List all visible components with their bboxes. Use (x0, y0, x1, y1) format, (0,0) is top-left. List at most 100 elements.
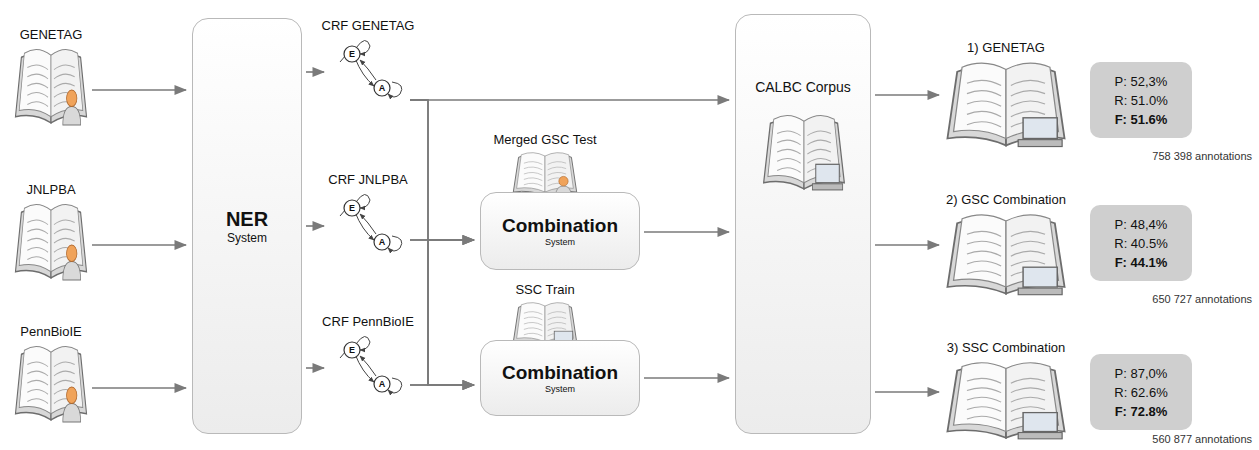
node-label: PennBioIE (20, 324, 81, 339)
page-line (548, 322, 566, 325)
book-icon: 3) SSC Combination (945, 358, 1067, 442)
score-value: P: 48,4% (1115, 215, 1168, 234)
book-icon: GENETAG (14, 45, 88, 127)
page-line (524, 333, 542, 336)
crf-state (344, 200, 360, 216)
page-line (27, 238, 48, 243)
node-label: CRF GENETAG (322, 18, 415, 33)
page-line (27, 380, 48, 385)
page-line (777, 140, 801, 145)
book-page (517, 153, 545, 192)
page-line (967, 251, 1001, 256)
keyboard (1018, 288, 1062, 295)
book-icon: PennBioIE (14, 342, 88, 424)
person-head (559, 176, 568, 186)
book-page (19, 347, 51, 414)
book-page (1006, 363, 1058, 432)
person-head (67, 90, 77, 106)
book-page (768, 116, 804, 183)
book-drawing (945, 58, 1067, 150)
page-line (27, 83, 48, 88)
process-box: CombinationSystem (480, 340, 640, 416)
page-line (967, 91, 1001, 96)
page-line (1011, 378, 1045, 383)
page-line (54, 371, 75, 376)
page-line (967, 388, 1001, 393)
person-body (63, 404, 81, 422)
page-line (967, 271, 1001, 276)
page-line (967, 101, 1001, 106)
process-box: CombinationSystem (480, 192, 640, 270)
person-body (63, 107, 81, 125)
score-box: P: 52,3%R: 51.0%F: 51.6% (1090, 62, 1192, 138)
page-line (524, 172, 542, 175)
page-line (54, 380, 75, 385)
page-line (548, 312, 566, 315)
connector-arrow (92, 387, 186, 389)
page-line (548, 167, 566, 170)
page-line (27, 65, 48, 70)
page-line (967, 122, 1001, 127)
node-label: CRF JNLPBA (328, 172, 407, 187)
node-label: 2) GSC Combination (946, 192, 1066, 207)
page-line (807, 159, 831, 164)
node-label: GENETAG (20, 27, 83, 42)
crf-state (374, 376, 390, 392)
connector-arrow (644, 231, 729, 233)
page-line (27, 257, 48, 262)
page-line (524, 328, 542, 331)
page-line (967, 397, 1001, 402)
crf-state (374, 80, 390, 96)
page-line (27, 102, 48, 107)
node-label: JNLPBA (26, 182, 75, 197)
book-drawing (945, 358, 1067, 442)
box-title: CALBC Corpus (755, 79, 851, 95)
connector-arrow (410, 240, 474, 385)
crf-state (344, 46, 360, 62)
page-line (548, 162, 566, 165)
crf-state (374, 234, 390, 250)
book-page (517, 303, 545, 342)
page-line (54, 83, 75, 88)
box-title: Combination (502, 215, 618, 237)
book-page (51, 205, 83, 272)
connector-arrow (92, 244, 186, 246)
node-label: 3) SSC Combination (947, 340, 1066, 355)
page-line (54, 362, 75, 367)
node-label: 1) GENETAG (967, 40, 1045, 55)
book-page (51, 50, 83, 117)
page-line (27, 220, 48, 225)
page-line (27, 74, 48, 79)
box-subtitle: System (545, 384, 575, 394)
page-line (54, 229, 75, 234)
crf-state (344, 342, 360, 358)
annotation-count: 758 398 annotations (1152, 150, 1252, 162)
connector-arrow (875, 391, 939, 393)
book-page (1006, 63, 1058, 138)
page-line (524, 183, 542, 186)
connector-arrow (410, 240, 474, 385)
keyboard (1018, 433, 1062, 439)
score-value: F: 72.8% (1115, 402, 1168, 421)
page-line (27, 362, 48, 367)
connector-arrow (875, 94, 939, 96)
page-line (1011, 101, 1045, 106)
book-drawing (14, 200, 88, 282)
book-page (545, 153, 573, 192)
crf-icon: CRF PennBioIEEA (330, 332, 406, 404)
monitor (1023, 118, 1057, 139)
book-page (1006, 215, 1058, 287)
page-line (967, 80, 1001, 85)
book-page (19, 50, 51, 117)
page-line (1011, 261, 1045, 266)
page-line (27, 248, 48, 253)
page-line (967, 261, 1001, 266)
connector-arrow (306, 71, 324, 73)
book-icon: 1) GENETAG (945, 58, 1067, 150)
book-drawing (14, 342, 88, 424)
state-letter: E (349, 345, 355, 355)
page-line (1011, 80, 1045, 85)
book-icon: 2) GSC Combination (945, 210, 1067, 298)
state-letter: E (349, 49, 355, 59)
book-drawing (762, 111, 846, 193)
